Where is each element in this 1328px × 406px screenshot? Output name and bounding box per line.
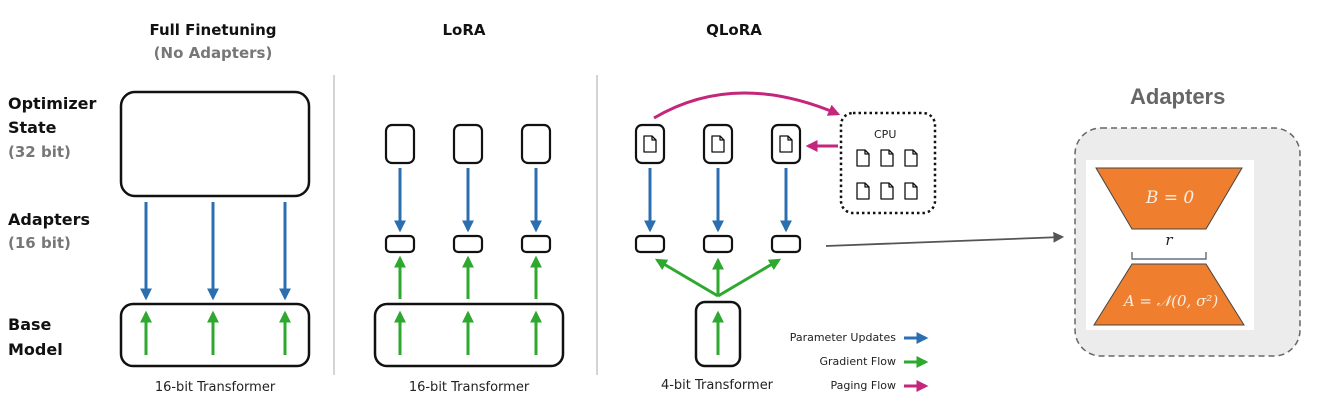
- matrix-a-formula: A = 𝒩(0, σ²): [1123, 292, 1219, 310]
- row-bits-optimizer: (32 bit): [8, 143, 71, 161]
- row-label-state: State: [8, 118, 57, 137]
- cpu-label: CPU: [874, 128, 897, 141]
- row-label-model: Model: [8, 340, 63, 359]
- optimizer-blocks-lora: [384, 123, 552, 165]
- adapter-matrix-a: [1093, 263, 1245, 326]
- legend-label-parameter-updates: Parameter Updates: [789, 331, 896, 344]
- row-label-base: Base: [8, 315, 52, 334]
- optimizer-blocks-qlora: [634, 123, 802, 165]
- rank-bracket: [1131, 252, 1207, 260]
- row-label-adapters: Adapters: [8, 210, 90, 229]
- adapter-zoom-arrow: [825, 231, 1065, 247]
- legend-label-paging-flow: Paging Flow: [830, 379, 896, 392]
- legend-label-gradient-flow: Gradient Flow: [819, 355, 896, 368]
- adapter-matrix-b: [1095, 167, 1243, 230]
- base-model-block-full: [119, 302, 311, 368]
- gradient-arrows-lora-upper: [394, 255, 542, 299]
- adapter-blocks-lora: [384, 234, 552, 254]
- row-label-optimizer: Optimizer: [8, 94, 97, 113]
- parameter-update-arrows-lora: [394, 168, 542, 233]
- adapter-panel-title: Adapters: [1130, 84, 1226, 109]
- row-bits-adapters: (16 bit): [8, 234, 71, 252]
- optimizer-state-block: [119, 90, 311, 198]
- column-title-lora: LoRA: [442, 21, 486, 39]
- footer-full-finetuning: 16-bit Transformer: [154, 380, 276, 395]
- adapter-blocks-qlora: [634, 234, 802, 254]
- gradient-arrows-lora-lower: [394, 310, 542, 355]
- gradient-arrows-full: [140, 310, 291, 355]
- column-title-qlora: QLoRA: [706, 21, 762, 39]
- gradient-arrows-qlora-fan: [654, 257, 782, 298]
- column-subtitle-full-finetuning: (No Adapters): [153, 44, 273, 62]
- matrix-b-formula: B = 0: [1145, 188, 1195, 208]
- column-title-full-finetuning: Full Finetuning: [149, 21, 277, 39]
- parameter-update-arrows-full: [140, 202, 291, 301]
- rank-label: r: [1165, 231, 1173, 249]
- footer-qlora: 4-bit Transformer: [660, 378, 774, 393]
- footer-lora: 16-bit Transformer: [408, 380, 530, 395]
- paging-arrow-to-cpu: [653, 91, 841, 120]
- parameter-update-arrows-qlora: [644, 168, 792, 233]
